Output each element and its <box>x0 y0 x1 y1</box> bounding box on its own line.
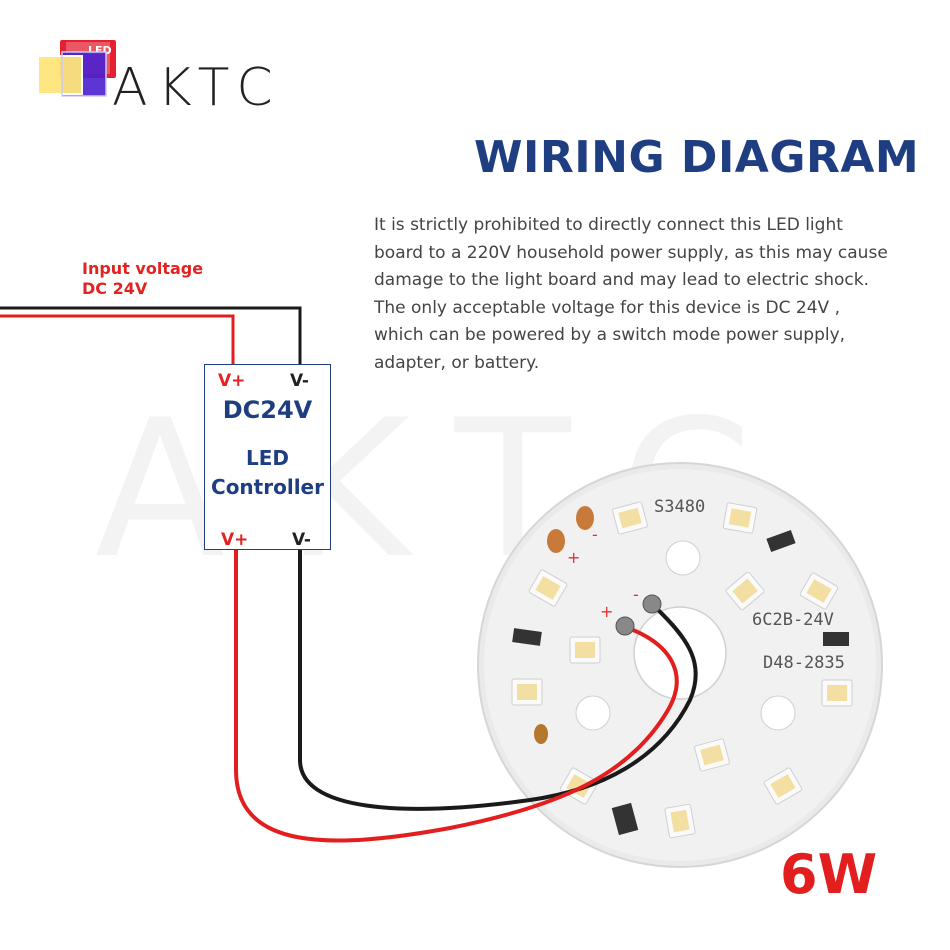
resistor <box>512 628 542 646</box>
page-title: WIRING DIAGRAM <box>474 132 920 183</box>
resistor <box>823 632 849 646</box>
led-chip <box>799 572 839 610</box>
led-chip <box>763 767 803 805</box>
input-voltage-line2: DC 24V <box>82 279 148 298</box>
mount-hole-top <box>665 540 701 576</box>
output-red-wire <box>234 550 679 843</box>
controller-voltage: DC24V <box>222 396 313 424</box>
controller-output-negative: V- <box>292 530 311 550</box>
controller-name-line2: Controller <box>211 475 324 499</box>
wire-plus-label: + <box>600 602 613 621</box>
led-chip <box>694 738 730 772</box>
led-board: + - + - S3480 6C2B-24V D48-2835 <box>477 462 883 868</box>
controller-input-positive: V+ <box>218 371 246 391</box>
input-red-wire <box>0 314 235 366</box>
mount-hole-left <box>575 695 611 731</box>
input-voltage-line1: Input voltage <box>82 259 204 278</box>
led-controller-box <box>204 364 331 550</box>
solder-joint-pos <box>615 616 635 636</box>
input-voltage-label: Input voltage DC 24V <box>82 259 203 299</box>
led-chip <box>821 679 853 707</box>
warning-description: It is strictly prohibited to directly co… <box>374 215 888 373</box>
board-spec2-label: D48-2835 <box>763 653 845 673</box>
solder-joint-neg <box>642 594 662 614</box>
resistor <box>611 802 639 836</box>
resistor <box>766 529 796 553</box>
controller-input-negative: V- <box>290 371 309 391</box>
solder-pad <box>547 529 565 553</box>
led-chip <box>511 678 543 706</box>
board-spec1-label: 6C2B-24V <box>752 610 834 630</box>
controller-output-positive: V+ <box>221 530 249 550</box>
pad-plus-label: + <box>567 548 580 567</box>
controller-name-line1: LED <box>245 446 289 470</box>
led-chip <box>528 569 568 607</box>
pad-minus-label: - <box>592 525 598 544</box>
center-hole <box>633 606 727 700</box>
solder-pad <box>576 506 594 530</box>
led-chip <box>725 571 765 611</box>
logo-wordmark: AKTC <box>112 58 283 118</box>
led-chip <box>664 803 696 839</box>
brand-logo: LED <box>36 38 116 104</box>
led-squares-icon: LED <box>37 40 116 97</box>
led-chip <box>569 636 601 664</box>
board-model-label: S3480 <box>654 497 705 517</box>
input-black-wire <box>0 306 302 366</box>
power-rating: 6W <box>780 843 878 906</box>
led-chip <box>722 502 758 534</box>
wire-minus-label: - <box>633 585 639 604</box>
mount-hole-right <box>760 695 796 731</box>
led-chip <box>612 501 648 535</box>
solder-pad <box>534 724 548 744</box>
